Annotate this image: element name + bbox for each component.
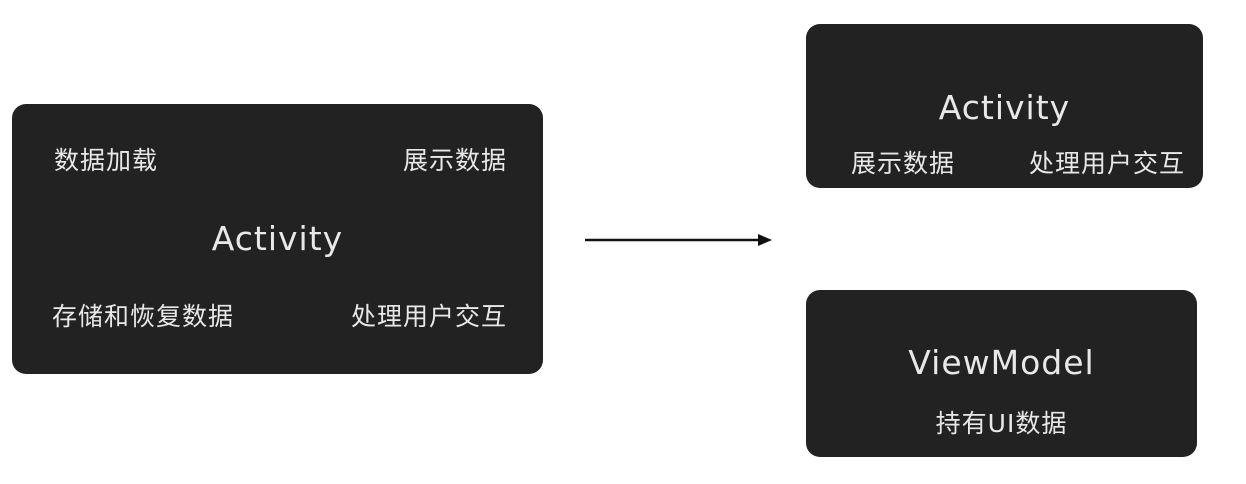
- activity-title: Activity: [938, 88, 1071, 127]
- activity-title: Activity: [211, 219, 344, 258]
- user-interaction-label: 处理用户交互: [1028, 149, 1185, 178]
- store-restore-data-label: 存储和恢复数据: [52, 302, 235, 331]
- activity-after-box: Activity 展示数据 处理用户交互: [806, 24, 1203, 188]
- viewmodel-box: ViewModel 持有UI数据: [806, 290, 1197, 457]
- viewmodel-title: ViewModel: [908, 343, 1095, 382]
- arrow-head: [758, 234, 772, 246]
- hold-ui-data-label: 持有UI数据: [935, 409, 1068, 438]
- data-loading-label: 数据加载: [54, 146, 159, 175]
- user-interaction-label: 处理用户交互: [350, 302, 507, 331]
- activity-before-box: 数据加载 展示数据 Activity 存储和恢复数据 处理用户交互: [12, 104, 543, 374]
- display-data-label: 展示数据: [851, 149, 956, 178]
- display-data-label: 展示数据: [402, 146, 507, 175]
